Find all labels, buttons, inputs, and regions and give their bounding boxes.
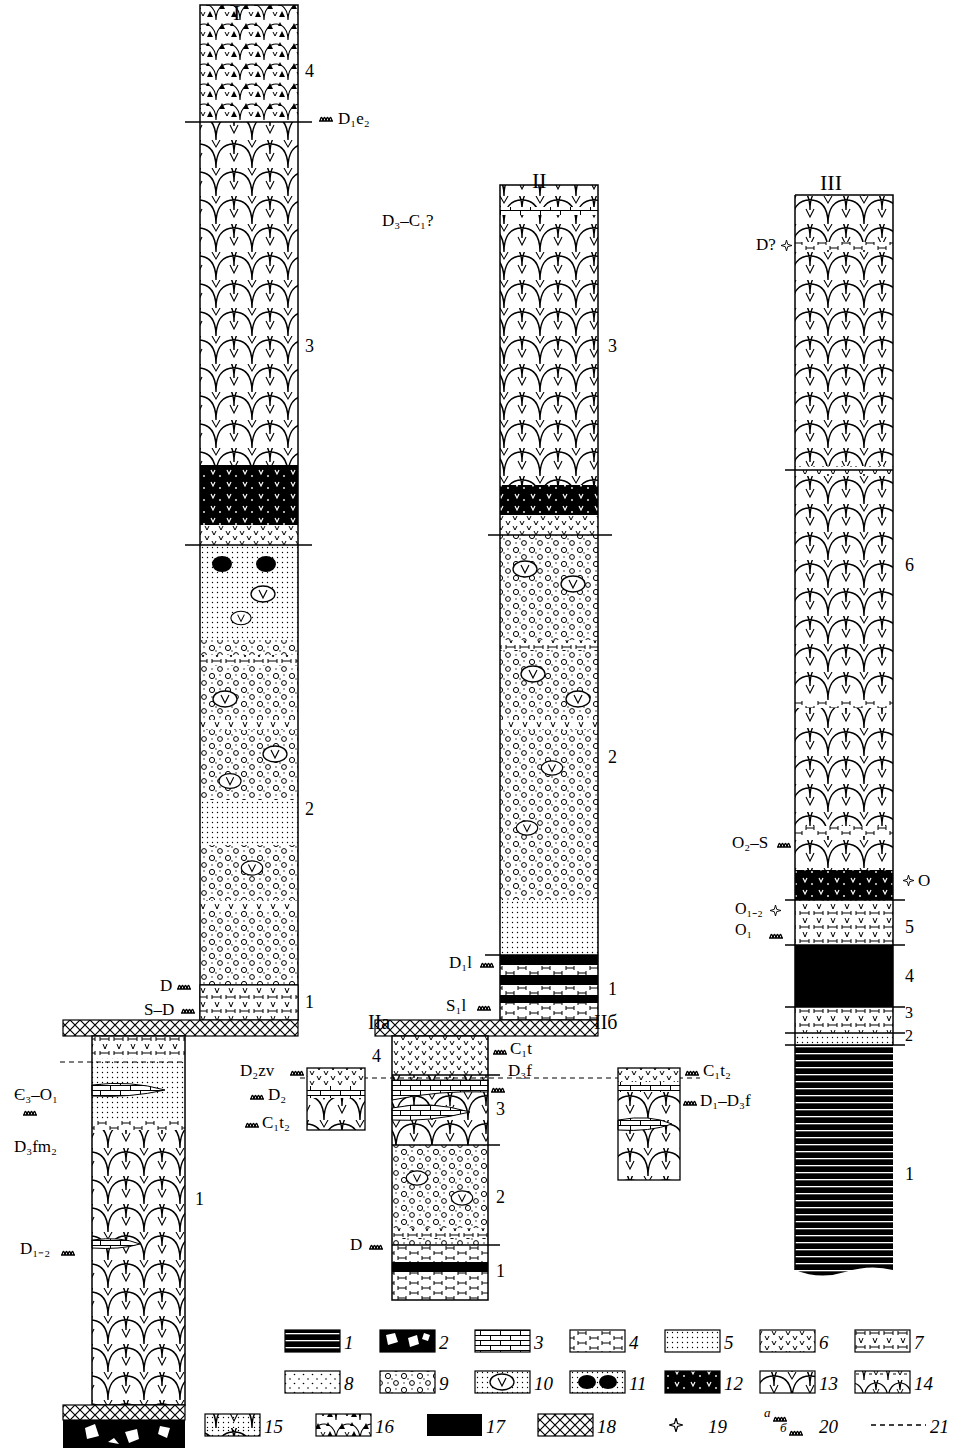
unit-number: 3 bbox=[905, 1005, 913, 1021]
age-label: D₂ bbox=[268, 1086, 286, 1103]
unit-number: 4 bbox=[905, 967, 914, 985]
unit-number: 2 bbox=[496, 1188, 505, 1206]
legend-number: 6 bbox=[819, 1333, 829, 1352]
legend-number: 12 bbox=[724, 1374, 743, 1393]
legend-number: 4 bbox=[629, 1333, 639, 1352]
column-number: IIб bbox=[594, 1012, 618, 1032]
legend-number: 8 bbox=[344, 1374, 354, 1393]
age-label: D bbox=[160, 977, 172, 994]
column-number: IIa bbox=[368, 1012, 390, 1032]
unit-number: 2 bbox=[305, 800, 314, 818]
unconformity-band bbox=[63, 1020, 298, 1036]
legend-number: 7 bbox=[914, 1333, 924, 1352]
column-II-lower bbox=[300, 1036, 700, 1300]
legend-number: 18 bbox=[597, 1417, 616, 1436]
unit-number: 3 bbox=[305, 337, 314, 355]
legend-number: 1 bbox=[344, 1333, 354, 1352]
age-label: D₃f bbox=[508, 1062, 532, 1079]
legend-number: 15 bbox=[264, 1417, 283, 1436]
legend-number: 10 bbox=[534, 1374, 553, 1393]
column-D2zv bbox=[307, 1068, 365, 1130]
legend-number: 2 bbox=[439, 1333, 449, 1352]
unit-number: 5 bbox=[905, 918, 914, 936]
legend-number: 16 bbox=[375, 1417, 394, 1436]
legend-number: 3 bbox=[534, 1333, 544, 1352]
sub-label: a bbox=[764, 1406, 771, 1419]
column-number: I bbox=[233, 2, 240, 24]
legend-swatch bbox=[427, 1414, 482, 1436]
age-label: S₁l bbox=[446, 997, 466, 1014]
column-II bbox=[485, 185, 612, 1020]
legend-number: 5 bbox=[724, 1333, 734, 1352]
age-label: O₂–S bbox=[732, 834, 768, 851]
age-label: D bbox=[350, 1236, 362, 1253]
age-label: O₁ bbox=[735, 922, 752, 938]
unit-number: 6 bbox=[905, 556, 914, 574]
legend-number: 9 bbox=[439, 1374, 449, 1393]
legend-number: 21 bbox=[930, 1417, 949, 1436]
legend-number: 20 bbox=[819, 1417, 838, 1436]
unit-number: 4 bbox=[305, 62, 314, 80]
unit-number: 1 bbox=[905, 1165, 914, 1183]
unit-number: 1 bbox=[305, 993, 314, 1011]
age-label: C₁t₂ bbox=[262, 1114, 290, 1131]
column-III bbox=[785, 195, 905, 1276]
legend-number: 17 bbox=[486, 1417, 505, 1436]
unit-number: 3 bbox=[496, 1100, 505, 1118]
legend-number: 11 bbox=[629, 1374, 647, 1393]
legend-number: 14 bbox=[914, 1374, 933, 1393]
age-label: D? bbox=[756, 236, 776, 253]
age-label: D₁l bbox=[449, 954, 472, 971]
unit-number: 4 bbox=[372, 1047, 381, 1065]
age-label: D₃–C₁? bbox=[382, 212, 434, 229]
legend-number: 19 bbox=[708, 1417, 727, 1436]
legend-samples bbox=[205, 1330, 926, 1436]
unit-number: 1 bbox=[608, 980, 617, 998]
column-IIa bbox=[60, 1036, 185, 1405]
column-number: II bbox=[532, 170, 547, 192]
sub-label: б bbox=[780, 1421, 787, 1434]
age-label: O bbox=[918, 872, 930, 889]
unconformity-band bbox=[63, 1405, 185, 1420]
unit-number: 2 bbox=[608, 748, 617, 766]
age-label: D₂zv bbox=[240, 1062, 274, 1079]
age-label: Є₃–O₁ bbox=[14, 1086, 58, 1103]
unit-number: 3 bbox=[608, 337, 617, 355]
unit-number: 1 bbox=[195, 1190, 204, 1208]
age-label: C₁t₂ bbox=[703, 1062, 731, 1079]
age-label: D₁–D₃f bbox=[700, 1092, 751, 1109]
column-number: III bbox=[820, 172, 842, 194]
column-I bbox=[185, 5, 312, 1020]
fossil-symbols bbox=[23, 118, 914, 1256]
unit-number: 2 bbox=[905, 1028, 913, 1044]
age-label: O₁₋₂ bbox=[735, 901, 763, 917]
age-label: S–D bbox=[144, 1001, 174, 1018]
age-label: C₁t bbox=[510, 1040, 532, 1057]
legend-number: 13 bbox=[819, 1374, 838, 1393]
age-label: D₁₋₂ bbox=[20, 1240, 50, 1257]
age-label: D₁e₂ bbox=[338, 110, 370, 127]
basement-breccia bbox=[63, 1420, 185, 1448]
unconformity-band bbox=[375, 1020, 598, 1036]
column-IIb bbox=[618, 1068, 680, 1180]
age-label: D₃fm₂ bbox=[14, 1138, 57, 1155]
unit-number: 1 bbox=[496, 1262, 505, 1280]
